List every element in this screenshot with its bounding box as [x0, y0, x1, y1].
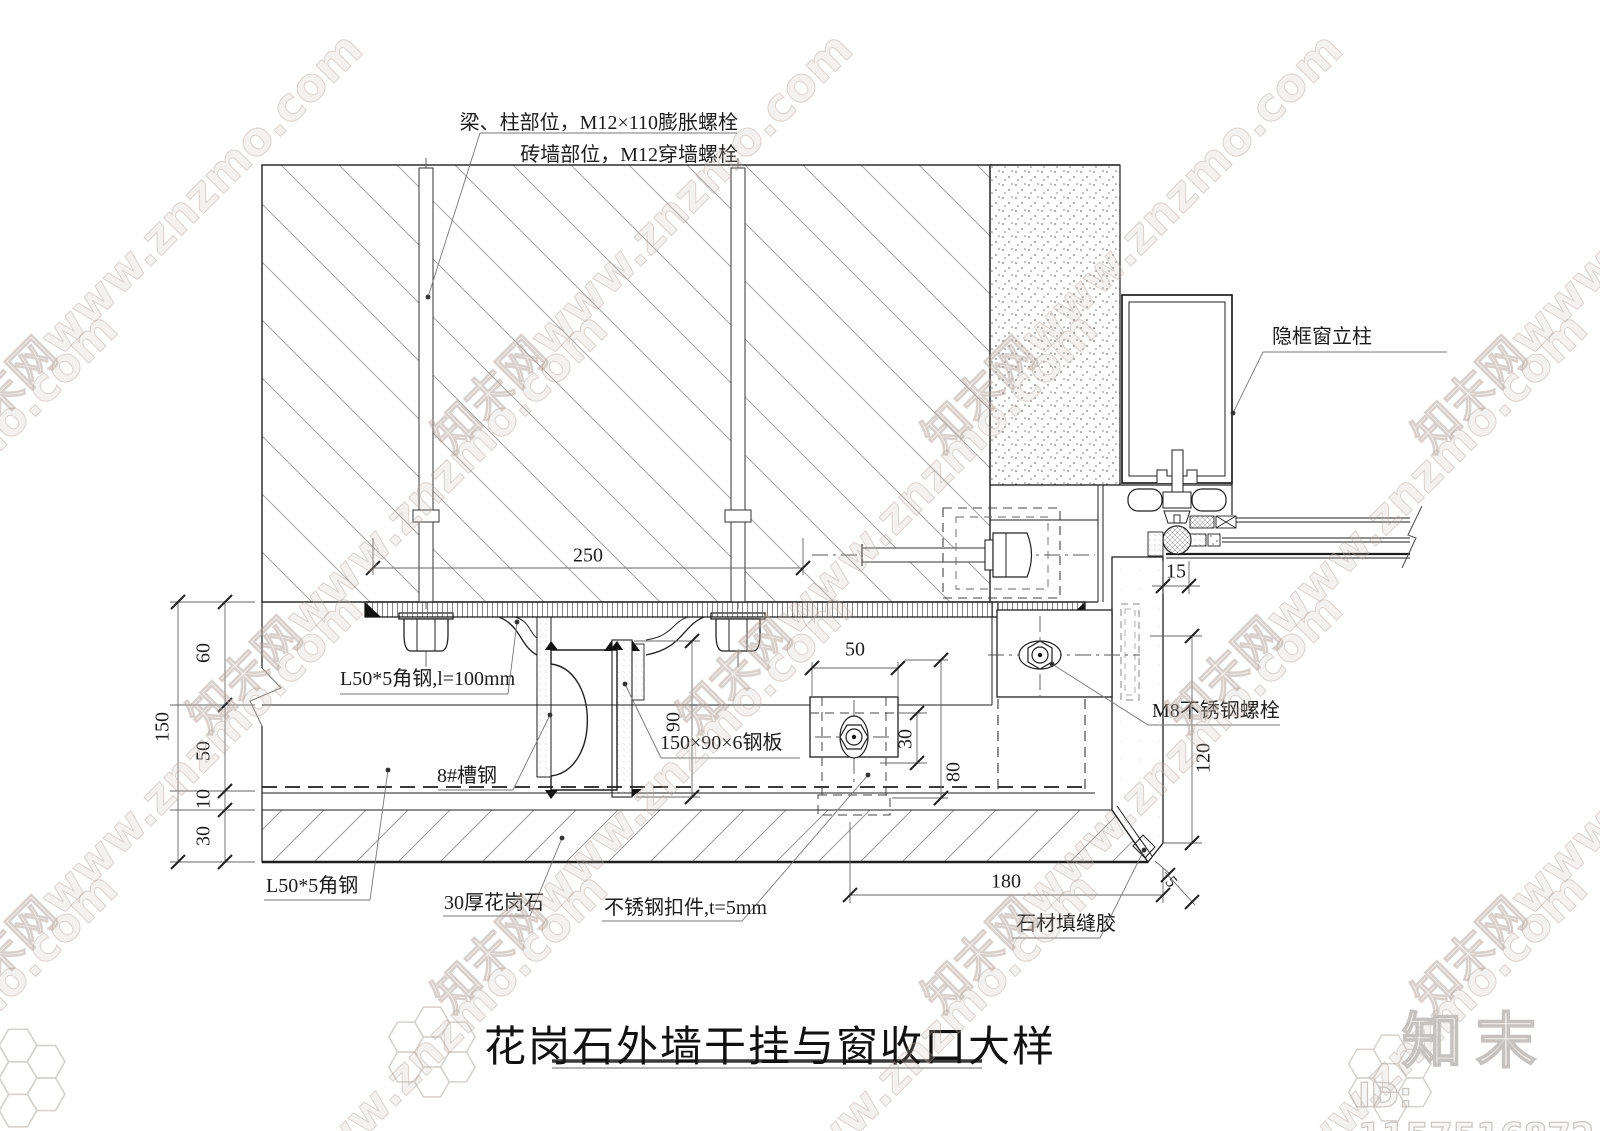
window-frame-zone — [990, 165, 1232, 603]
dimension-120 — [1150, 628, 1202, 851]
angle-steel-strip — [364, 601, 1086, 618]
dim-30-left: 30 — [192, 826, 215, 846]
brand-logo: 知末 — [1401, 1006, 1550, 1078]
dimension-15 — [1152, 561, 1200, 594]
dim-60: 60 — [192, 643, 215, 663]
dimension-chain-left — [170, 594, 255, 870]
label-angle-steel-top: L50*5角钢,l=100mm — [340, 668, 516, 690]
label-steel-plate: 150×90×6钢板 — [660, 732, 783, 754]
label-stainless-clip: 不锈钢扣件,t=5mm — [604, 897, 767, 919]
dim-clip-50: 50 — [845, 638, 865, 661]
label-channel-steel: 8#槽钢 — [437, 765, 497, 787]
label-granite-slab: 30厚花岗石 — [444, 892, 544, 914]
granite-panel-section — [1111, 556, 1164, 864]
dimension-180 — [842, 822, 1171, 903]
dim-50-left: 50 — [192, 741, 215, 761]
granite-slab-section — [261, 809, 1150, 864]
dim-180: 180 — [991, 870, 1021, 893]
leader-lines — [264, 132, 1447, 939]
dim-250: 250 — [573, 544, 603, 567]
wall-anchor-bolt-horizontal — [812, 507, 1095, 599]
anchor-note-line1: 梁、柱部位，M12×110膨胀螺栓 — [459, 112, 738, 134]
label-stone-sealant: 石材填缝胶 — [1016, 913, 1116, 935]
dimension-clip-50-30-80 — [804, 652, 949, 806]
corner-clip-assembly — [988, 603, 1140, 790]
label-angle-steel-bottom: L50*5角钢 — [266, 875, 359, 897]
dimension-90 — [634, 633, 700, 805]
concrete-wall-section — [261, 164, 1120, 603]
label-hidden-frame-mullion: 隐框窗立柱 — [1272, 326, 1372, 348]
hidden-frame-mullion-section — [1121, 294, 1233, 509]
dim-15: 15 — [1166, 560, 1186, 583]
id-label: ID: 1157516872 — [1357, 1075, 1595, 1131]
dim-clip-30: 30 — [894, 729, 917, 749]
dim-clip-80: 80 — [942, 762, 965, 782]
dim-150: 150 — [151, 712, 174, 742]
glazing-assembly — [1127, 483, 1423, 569]
title-underline — [552, 1059, 982, 1069]
label-m8-bolt: M8不锈钢螺栓 — [1152, 700, 1280, 722]
dimension-250 — [365, 538, 811, 576]
leader-dots — [385, 294, 1236, 853]
stainless-clip-assembly — [809, 696, 899, 816]
dim-10: 10 — [192, 789, 215, 809]
drawing-title: 花岗石外墙干挂与窗收口大样 — [483, 1025, 1056, 1071]
dimension-5-joint — [1154, 860, 1200, 910]
angle-steel-vertical-leg — [498, 616, 552, 778]
anchor-note-line2: 砖墙部位，M12穿墙螺栓 — [520, 144, 738, 166]
dim-120: 120 — [1192, 743, 1215, 773]
channel-steel-section — [545, 641, 623, 799]
masonry-block — [989, 164, 1121, 486]
steel-plate-150x90x6 — [604, 616, 705, 798]
dim-90: 90 — [662, 712, 685, 732]
